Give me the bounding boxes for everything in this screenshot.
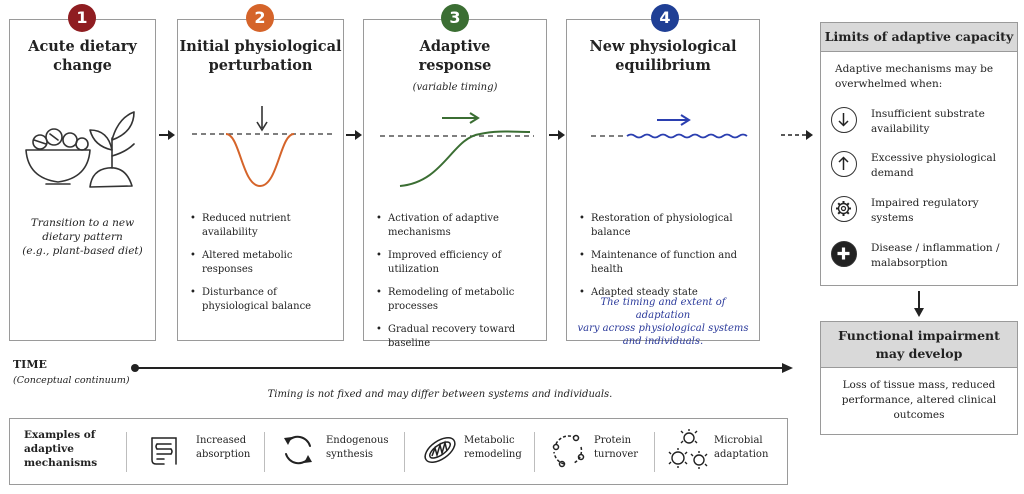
step-4-number: 4 <box>651 4 679 32</box>
list-item: Altered metabolic responses <box>190 249 335 277</box>
step-1-panel: Acute dietary change Transition to a new… <box>9 19 156 341</box>
examples-title: Examples of adaptive mechanisms <box>24 429 98 469</box>
example-label: Microbial adaptation <box>714 435 769 460</box>
gear-icon <box>831 196 857 222</box>
step-3-number: 3 <box>441 4 469 32</box>
limits-title: Limits of adaptive capacity <box>821 23 1017 52</box>
list-item: Disturbance of physiological balance <box>190 286 335 314</box>
divider <box>654 432 655 472</box>
up-arrow-icon <box>831 151 857 177</box>
example-label: Increased absorption <box>196 435 251 460</box>
step-4-note: The timing and extent of adaptation vary… <box>577 297 749 347</box>
arrow-right-icon <box>549 130 565 140</box>
divider <box>126 432 127 472</box>
step-1-caption: Transition to a new dietary pattern (e.g… <box>22 217 143 257</box>
example-item: Microbial adaptation <box>668 426 784 474</box>
example-label: Endogenous synthesis <box>326 435 389 460</box>
list-item: Remodeling of metabolic processes <box>376 286 540 314</box>
step-4-panel: New physiological equilibrium Restoratio… <box>566 19 760 347</box>
perturbation-curve <box>192 106 332 188</box>
equilibrium-wave <box>591 114 748 139</box>
divider <box>404 432 405 472</box>
arrow-down-icon <box>914 291 924 317</box>
example-item: Increased absorption <box>140 426 260 474</box>
intestine-icon <box>151 437 177 465</box>
limit-item: Impaired regulatory systems <box>831 196 1011 232</box>
example-item: Protein turnover <box>546 426 652 474</box>
divider <box>264 432 265 472</box>
s-curve <box>399 130 531 187</box>
plus-icon <box>831 241 857 267</box>
impairment-box: Functional impairment may develop Loss o… <box>820 321 1018 435</box>
examples-bar <box>9 418 788 485</box>
limit-label: Excessive physiological demand <box>871 152 997 179</box>
example-item: Endogenous synthesis <box>276 426 401 474</box>
limit-item: Excessive physiological demand <box>831 151 1011 187</box>
step-1-number: 1 <box>68 4 96 32</box>
step-3-subtitle: (variable timing) <box>412 82 498 93</box>
step-2-bullets: Reduced nutrient availability Altered me… <box>188 212 335 323</box>
step-3-panel: Adaptive response (variable timing) Acti… <box>363 19 547 349</box>
mitochondria-icon <box>424 437 456 463</box>
impairment-title: Functional impairment may develop <box>821 322 1017 368</box>
step-1-title: Acute dietary change <box>28 38 137 74</box>
step-3-bullets: Activation of adaptive mechanisms Improv… <box>374 212 540 360</box>
step-3-title: Adaptive response <box>418 38 492 74</box>
list-item: Reduced nutrient availability <box>190 212 335 240</box>
step-2-title: Initial physiological perturbation <box>179 38 342 74</box>
limit-label: Impaired regulatory systems <box>871 197 979 224</box>
example-item: Metabolic remodeling <box>418 426 532 474</box>
step-4-title: New physiological equilibrium <box>589 38 737 74</box>
limit-label: Insufficient substrate availability <box>871 108 985 135</box>
time-axis-arrow <box>131 363 793 373</box>
step-2-panel: Initial physiological perturbation Reduc… <box>177 19 344 341</box>
limit-item: Insufficient substrate availability <box>831 107 1011 143</box>
step-4-bullets: Restoration of physiological balance Mai… <box>577 212 753 309</box>
limit-item: Disease / inflammation / malabsorption <box>831 241 1011 277</box>
bowl-plant-icon <box>25 111 135 188</box>
cycle-arrows-icon <box>284 435 312 465</box>
limit-label: Disease / inflammation / malabsorption <box>871 242 1000 269</box>
limits-intro: Adaptive mechanisms may be overwhelmed w… <box>835 63 994 90</box>
list-item: Gradual recovery toward baseline <box>376 323 540 351</box>
list-item: Maintenance of function and health <box>579 249 753 277</box>
down-arrow-icon <box>831 107 857 133</box>
list-item: Improved efficiency of utilization <box>376 249 540 277</box>
adaptation-curve <box>380 112 534 187</box>
time-sublabel: (Conceptual continuum) <box>13 375 130 386</box>
limits-box: Limits of adaptive capacity Adaptive mec… <box>820 22 1018 286</box>
time-note: Timing is not fixed and may differ betwe… <box>267 389 613 400</box>
dip-curve <box>225 133 295 188</box>
list-item: Restoration of physiological balance <box>579 212 753 240</box>
example-label: Protein turnover <box>594 435 639 460</box>
arrow-right-icon <box>159 130 175 140</box>
dashed-arrow-icon <box>781 130 813 140</box>
impairment-text: Loss of tissue mass, reduced performance… <box>841 379 997 421</box>
example-label: Metabolic remodeling <box>464 435 522 460</box>
microbe-icon <box>668 429 708 469</box>
divider <box>534 432 535 472</box>
arrow-right-icon <box>346 130 362 140</box>
protein-turnover-icon <box>552 434 585 468</box>
step-2-number: 2 <box>246 4 274 32</box>
list-item: Adapted steady state <box>579 286 753 300</box>
list-item: Activation of adaptive mechanisms <box>376 212 540 240</box>
time-label: TIME <box>13 358 47 371</box>
